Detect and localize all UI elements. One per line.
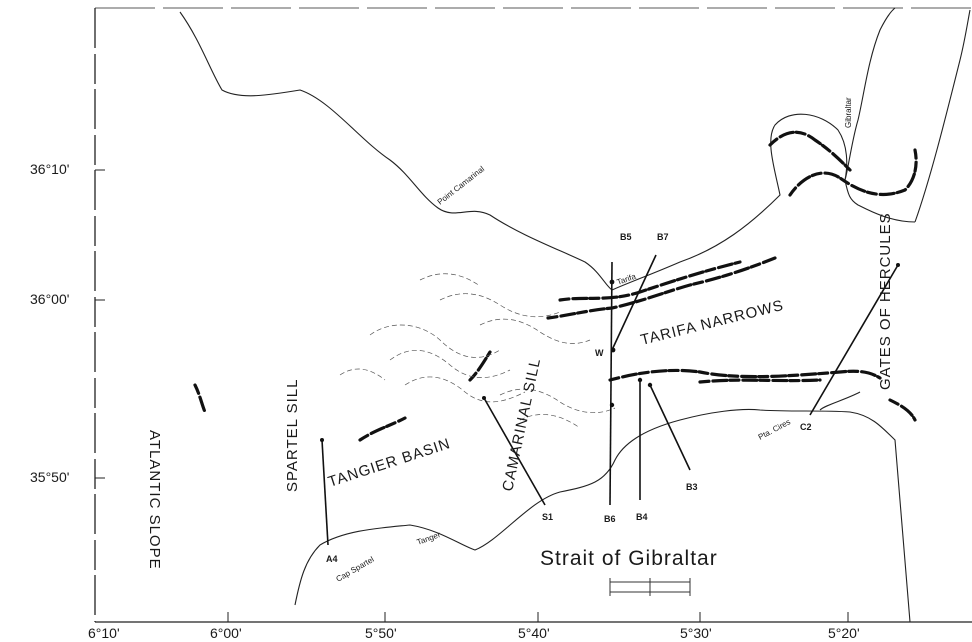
lon-label-5-20: 5°20' — [828, 625, 860, 641]
lon-label-6-10: 6°10' — [88, 625, 120, 641]
region-spartel-sill: SPARTEL SILL — [284, 379, 301, 492]
wave-packets — [339, 273, 616, 429]
section-c2 — [809, 264, 899, 416]
region-tangier-basin: TANGIER BASIN — [326, 435, 453, 491]
lat-label-35-50: 35°50' — [30, 469, 69, 485]
place-point-camarinal: Point Camarinal — [436, 164, 487, 206]
lat-label-36-10: 36°10' — [30, 161, 69, 177]
spain-coastline — [179, 7, 896, 291]
region-atlantic-slope: ATLANTIC SLOPE — [146, 430, 163, 570]
morocco-coastline — [294, 408, 911, 623]
station-b7: B7 — [657, 232, 669, 242]
region-gates-of-hercules: GATES OF HERCULES — [877, 212, 894, 390]
station-c2: C2 — [800, 422, 812, 432]
section-s1 — [483, 397, 546, 506]
station-b4: B4 — [636, 512, 648, 522]
lon-label-5-40: 5°40' — [518, 625, 550, 641]
spain-east-coast — [914, 9, 971, 223]
place-gibraltar: Gibraltar — [844, 97, 853, 128]
place-tarifa: Tarifa — [616, 272, 638, 287]
gibraltar-peninsula — [844, 179, 916, 223]
region-camarinal-sill: CAMARINAL SILL — [499, 356, 544, 493]
station-b6: B6 — [604, 514, 616, 524]
section-a4 — [321, 439, 329, 546]
lon-label-6-00: 6°00' — [210, 625, 242, 641]
internal-wave-fronts — [193, 130, 918, 442]
station-s1: S1 — [542, 512, 553, 522]
section-b3 — [649, 384, 691, 471]
place-cape-spartel: Cap Spartel — [335, 555, 376, 584]
section-b5 — [609, 261, 613, 506]
lon-label-5-50: 5°50' — [365, 625, 397, 641]
scale-bar — [609, 578, 691, 596]
lon-label-5-30: 5°30' — [680, 625, 712, 641]
station-b3: B3 — [686, 482, 698, 492]
place-punta-cires: Pta. Cires — [757, 417, 792, 441]
station-w: W — [595, 348, 604, 358]
map-title: Strait of Gibraltar — [540, 547, 718, 570]
station-a4: A4 — [326, 554, 338, 564]
sections — [320, 254, 900, 546]
station-b5: B5 — [620, 232, 632, 242]
section-b7 — [611, 254, 657, 351]
morocco-coast-detail — [819, 391, 861, 411]
place-tangier: Tanger — [416, 530, 442, 547]
map-border — [94, 7, 972, 623]
lat-label-36-00: 36°00' — [30, 291, 69, 307]
region-tarifa-narrows: TARIFA NARROWS — [639, 297, 786, 349]
